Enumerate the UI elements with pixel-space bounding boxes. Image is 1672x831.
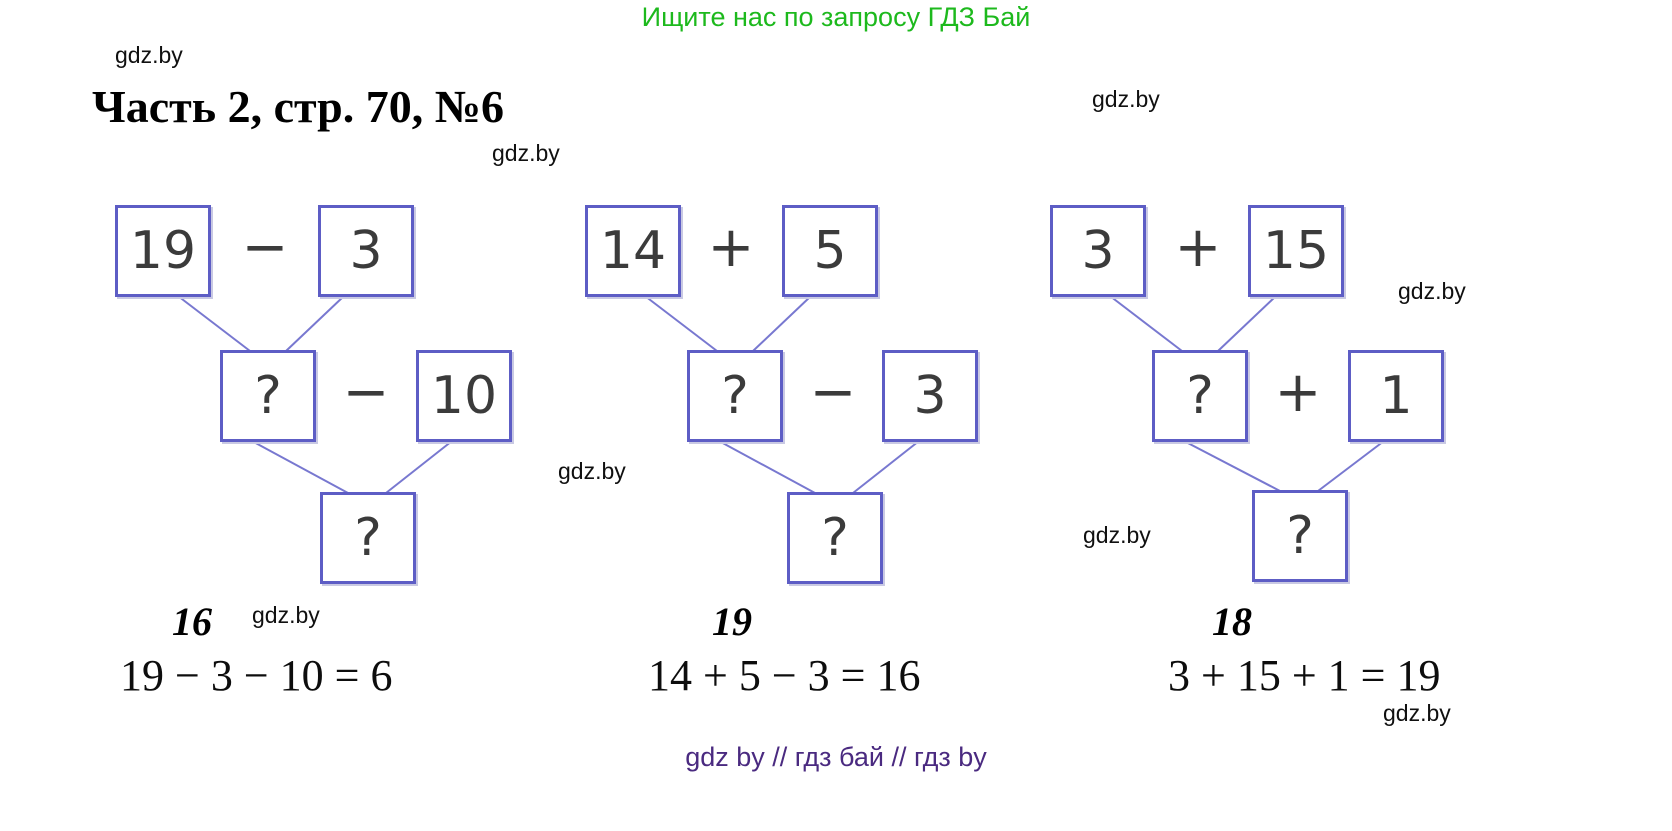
intermediate-answer: 18 (1212, 599, 1252, 644)
number-box-top-left: 3 (1050, 205, 1146, 297)
number-box-top-right: 15 (1248, 205, 1344, 297)
unknown-box-mid: ? (687, 350, 783, 442)
operator-sign: − (241, 215, 289, 280)
number-box-top-right: 3 (318, 205, 414, 297)
result-box: ? (787, 492, 883, 584)
number-box-top-left: 14 (585, 205, 681, 297)
watermark: gdz.by (252, 602, 320, 628)
number-box-top-left: 19 (115, 205, 211, 297)
footer-keywords: gdz by // гдз бай // гдз by (685, 742, 987, 772)
intermediate-answer: 19 (712, 599, 752, 644)
watermark: gdz.by (1383, 700, 1451, 726)
intermediate-answer: 16 (172, 599, 212, 644)
operator-sign: + (1174, 215, 1222, 280)
number-box-mid-right: 1 (1348, 350, 1444, 442)
watermark: gdz.by (1092, 86, 1160, 112)
number-box-top-right: 5 (782, 205, 878, 297)
operator-sign: + (707, 215, 755, 280)
watermark: gdz.by (115, 42, 183, 68)
equation: 14 + 5 − 3 = 16 (648, 651, 921, 700)
unknown-box-mid: ? (1152, 350, 1248, 442)
equation: 19 − 3 − 10 = 6 (120, 651, 393, 700)
result-box: ? (1252, 490, 1348, 582)
unknown-box-mid: ? (220, 350, 316, 442)
operator-sign: − (342, 360, 390, 425)
operator-sign: + (1274, 360, 1322, 425)
watermark: gdz.by (492, 140, 560, 166)
equation: 3 + 15 + 1 = 19 (1168, 651, 1441, 700)
promo-banner: Ищите нас по запросу ГДЗ Бай (641, 2, 1031, 32)
operator-sign: − (809, 360, 857, 425)
watermark: gdz.by (1083, 522, 1151, 548)
number-box-mid-right: 10 (416, 350, 512, 442)
watermark: gdz.by (558, 458, 626, 484)
watermark: gdz.by (1398, 278, 1466, 304)
number-box-mid-right: 3 (882, 350, 978, 442)
result-box: ? (320, 492, 416, 584)
page-title: Часть 2, стр. 70, №6 (92, 81, 504, 132)
